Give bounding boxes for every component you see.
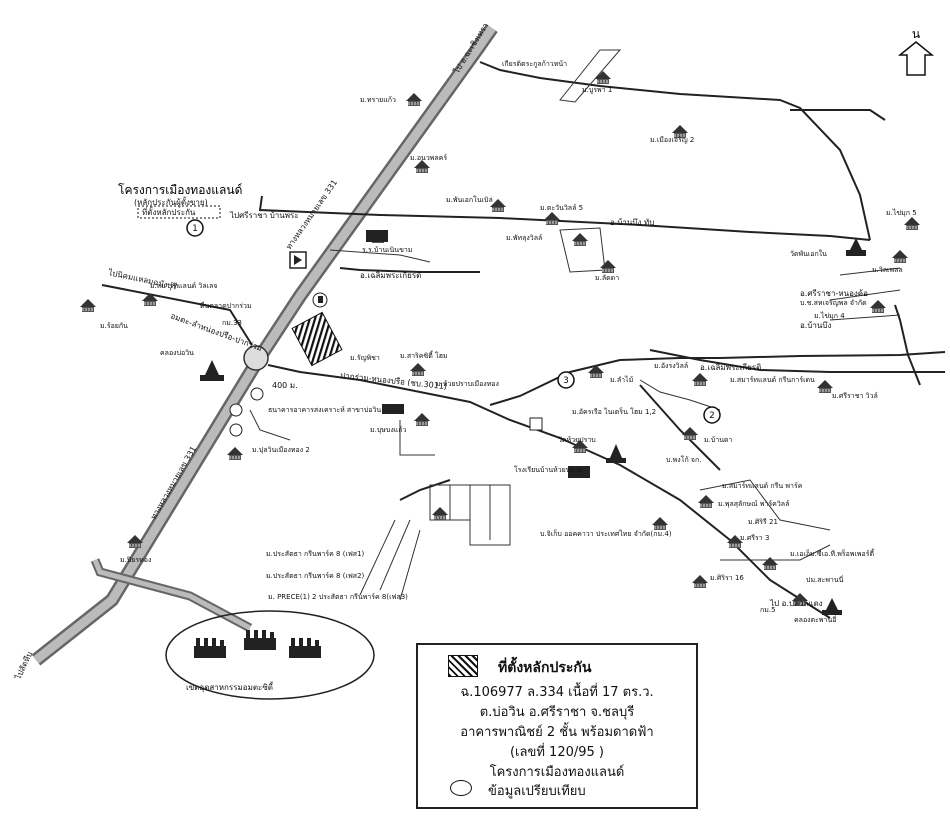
place-labels: เกียรติตระกูลก้าวหน้า ม.บูรพา 1 ม.ทรายแก… — [100, 60, 917, 692]
place-label: ม.อนวพลคร์ — [410, 154, 447, 162]
road-ban-bueng: อ.บ้านบึง ทับ — [610, 218, 654, 227]
place-label: คลองตะพานอี่ — [794, 615, 836, 624]
place-label: ม.บูรพา 1 — [582, 86, 612, 94]
place-label: บ.พงโก้ จก. — [666, 455, 702, 464]
distance-label: 400 ม. — [272, 381, 298, 390]
place-label: ม.ตะวันวิลล์ 5 — [540, 204, 583, 212]
legend-line-2: ต.บ่อวิน อ.ศรีราชา จ.ชลบุรี — [479, 705, 635, 720]
project-box-label: ที่ตั้งหลักประกัน — [142, 206, 196, 217]
north-arrow: น — [897, 27, 935, 76]
marker-3: 3 — [563, 376, 569, 386]
place-label: ม.เอเอ็ม.ซีเอ.ที.พร็อพเพอร์ตี้ — [790, 547, 875, 558]
place-label: ม.เมืองเจริญ 2 — [650, 136, 694, 144]
place-label: กม.33 — [222, 319, 242, 327]
marker-2: 2 — [709, 411, 715, 421]
road-to-pluak-daeng: ไป อ.ปลวกแดง — [769, 599, 823, 608]
legend-circle-symbol — [450, 780, 472, 796]
place-label: ตื่นตลาดปากร่วม — [200, 301, 252, 310]
road-klong: ปากร่วม-หนองปรือ (ชบ.3011) — [340, 371, 448, 391]
place-label: ม.บุษบงแก้ว — [370, 426, 407, 434]
place-label: ม.พุลสุลักษณ์ พาร์ควิลล์ — [718, 500, 789, 508]
road-ban-bueng-2: อ.บ้านบึง — [800, 321, 831, 330]
place-label: ม.ศรีรา 3 — [740, 534, 769, 542]
legend-line-4: (เลขที่ 120/95 ) — [509, 745, 604, 760]
legend-line-5: โครงการเมืองทองแลนด์ — [489, 765, 625, 780]
place-label: ปม.สะพานนี่ — [806, 575, 844, 584]
place-label: วัดห้วยปราบ — [558, 436, 596, 444]
place-label: ม.ไข่มุก 4 — [814, 311, 845, 320]
road-amata: อมตะ-ลำหน่องปรือ-ปากร่วม — [169, 311, 263, 353]
place-label: ม.สาริคซิตี้ โฮม — [400, 349, 448, 360]
project-label: โครงการเมืองทองแลนด์ (หลักประกันผู้ตั้งข… — [118, 183, 242, 219]
place-label: ม. PRECE(1) 2 ประสัตธา กรีนพาร์ค 8(เฟส3) — [268, 593, 408, 601]
place-label: ม.ลำไม้ — [610, 375, 633, 384]
marker-1: 1 — [192, 224, 198, 234]
place-label: เกียรติตระกูลก้าวหน้า — [502, 60, 567, 68]
place-label: ม.ประสัตธา กรีนพาร์ค 8 (เฟส1) — [266, 550, 365, 558]
place-label: ม.ปุลวินเมืองทอง 2 — [252, 446, 310, 454]
amata-city-ellipse — [165, 610, 375, 700]
place-label: ม.พันเอกโนเบิล่ — [446, 195, 493, 204]
legend-line-6: ข้อมูลเปรียบเทียบ — [488, 784, 586, 799]
place-label: ม.รัญพิชา — [350, 354, 380, 362]
place-label: ม.ทรายแก้ว — [360, 96, 396, 104]
place-label: ม.ปิยรทอง — [120, 556, 151, 564]
road-sriracha-nongkham: อ.ศรีราชา-หนองค้อ — [800, 289, 868, 298]
place-label: ม.อังรงวิลล์ — [654, 362, 688, 370]
legend-line-1: ฉ.106977 ล.334 เนื้อที่ 17 ตร.ว. — [460, 685, 654, 700]
project-title: โครงการเมืองทองแลนด์ — [118, 183, 242, 197]
road-to-sriracha: ไปศรีราชา บ้านพระ — [229, 211, 299, 220]
road-chaloem-2: อ.เฉลิมพระเกียรติ — [700, 363, 761, 372]
road-to-sattahip: ไปสัตหีบ — [13, 650, 34, 681]
place-label: ม.ศิริรา 16 — [710, 574, 744, 582]
legend-hatch-swatch — [448, 655, 478, 677]
place-label: ม.ห้วยปราบเมืองทอง — [436, 380, 499, 388]
place-label: ม.ร้อยกัน — [100, 322, 128, 330]
place-label: ม.อัครเรือ ไนเดร็น โฮม 1,2 — [572, 407, 656, 416]
place-label: เขตอุตสาหกรรมอมตะซิตี้ — [186, 681, 274, 692]
place-label: ม.ศรีราชา วิวล์ — [832, 392, 878, 400]
project-subtitle: (หลักประกันผู้ตั้งขาย) — [134, 196, 208, 208]
road-chaloem-1: อ.เฉลิมพระเกียรติ — [360, 271, 421, 280]
place-label: คลองบ่อวิน — [160, 349, 194, 357]
place-label: ม.วิลเพลล — [872, 266, 903, 274]
place-label: ม.สมาร์ทแลนด์ วิลเลจ — [150, 282, 217, 290]
place-label: ม.บ้านดา — [704, 436, 733, 444]
place-label: ม.ศิริรี 21 — [748, 518, 778, 526]
place-label: กม.5 — [760, 606, 776, 614]
place-label: บ.จิเก็บ ออคคาวา ประเทศไทย จำกัด(กม.4) — [540, 529, 672, 538]
legend-line-3: อาคารพาณิชย์ 2 ชั้น พร้อมดาดฟ้า — [460, 725, 654, 740]
place-label: บ.ช.สหเจริญพล จำกัด — [800, 299, 867, 307]
place-label: ม.ลัดดา — [595, 274, 619, 282]
collateral-location-hatched — [291, 311, 343, 367]
place-label: ร.ร.บ้านเนินขาม — [362, 246, 412, 254]
place-label: โรงเรียนบ้านห้วยปราบ — [514, 465, 582, 474]
place-label: ม.สมาร์ทแลนด์ กรีนการ์เดน — [730, 376, 815, 384]
comparison-markers: 1 2 3 — [186, 219, 721, 424]
place-label: ม.ไข่มุก 5 — [886, 208, 917, 217]
secondary-roads — [249, 49, 901, 601]
landmark-icons — [200, 230, 866, 615]
north-label: น — [912, 27, 920, 41]
village-icons — [79, 70, 921, 607]
place-label: ม.ประสัตธา กรีนพาร์ค 8 (เฟส2) — [266, 572, 365, 580]
place-label: ม.สมาร์ทแลนด์ กรีน พาร์ค — [722, 482, 803, 490]
junction-circle — [243, 345, 269, 371]
legend: ที่ตั้งหลักประกัน ฉ.106977 ล.334 เนื้อที… — [416, 643, 698, 809]
legend-title: ที่ตั้งหลักประกัน — [498, 660, 592, 676]
place-label: วัดพันเอกใน — [790, 249, 827, 258]
place-label: ธนาคารอาคารสงเคราะห์ สาขาบ่อวิน — [268, 406, 381, 414]
place-label: ม.พัทลุงวิลล์ — [506, 234, 542, 242]
